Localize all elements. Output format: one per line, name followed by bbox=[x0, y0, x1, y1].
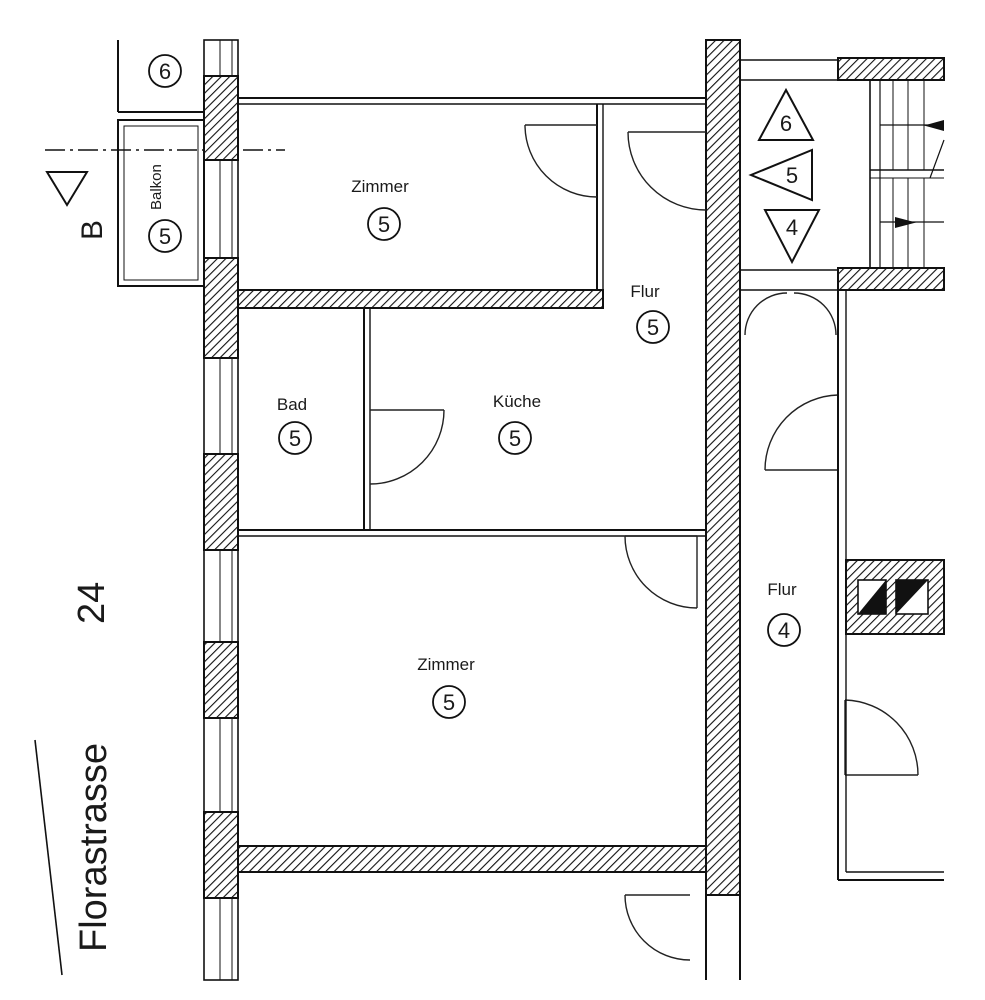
stair-level-down: 4 bbox=[786, 215, 798, 240]
street-name: Florastrasse bbox=[73, 743, 115, 952]
room-flur-unit: Flur 5 bbox=[630, 282, 670, 344]
section-marker: B bbox=[45, 149, 285, 240]
right-wing bbox=[837, 290, 945, 881]
facade-piers bbox=[203, 75, 239, 899]
balcony-name: Balkon bbox=[148, 164, 165, 210]
street-edge bbox=[34, 739, 63, 976]
corridor-wall bbox=[705, 39, 741, 896]
room-zimmer-bottom: Zimmer 5 bbox=[417, 655, 475, 719]
room-flur-hall: Flur 4 bbox=[767, 580, 801, 647]
room-zimmer-top: Zimmer 5 bbox=[351, 177, 409, 241]
stairwell: 6 5 4 bbox=[740, 57, 945, 291]
section-letter: B bbox=[76, 220, 109, 240]
balcony-above: 6 bbox=[117, 40, 205, 113]
room-level: 5 bbox=[443, 690, 455, 715]
room-name: Küche bbox=[493, 392, 541, 411]
stair-level-up: 6 bbox=[780, 111, 792, 136]
room-level: 5 bbox=[647, 315, 659, 340]
room-level: 4 bbox=[778, 618, 790, 643]
balcony: Balkon 5 bbox=[117, 119, 205, 287]
room-kueche: Küche 5 bbox=[493, 392, 541, 455]
interior-walls bbox=[237, 97, 707, 873]
room-name: Flur bbox=[630, 282, 660, 301]
room-name: Flur bbox=[767, 580, 797, 599]
balcony-above-level: 6 bbox=[159, 59, 171, 84]
room-name: Bad bbox=[277, 395, 307, 414]
balcony-level: 5 bbox=[159, 224, 171, 249]
room-name: Zimmer bbox=[351, 177, 409, 196]
room-name: Zimmer bbox=[417, 655, 475, 674]
room-level: 5 bbox=[509, 426, 521, 451]
stair-level-current: 5 bbox=[786, 163, 798, 188]
room-level: 5 bbox=[378, 212, 390, 237]
doors bbox=[369, 124, 919, 961]
room-level: 5 bbox=[289, 426, 301, 451]
street-number: 24 bbox=[71, 582, 113, 624]
room-bad: Bad 5 bbox=[277, 395, 312, 455]
